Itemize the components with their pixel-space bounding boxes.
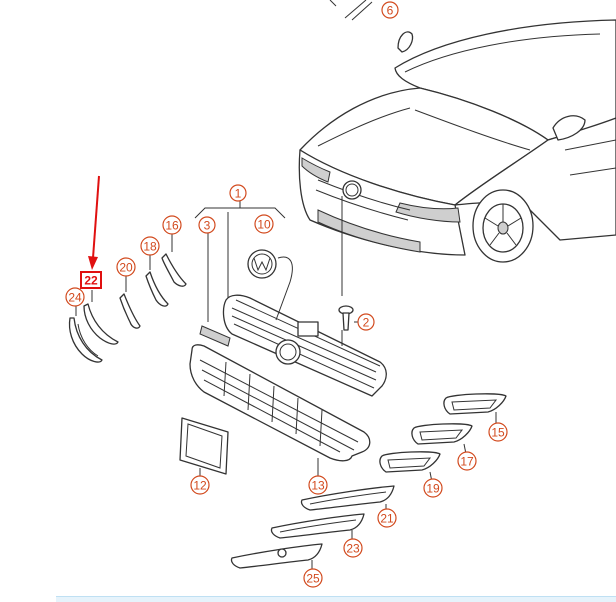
callout-label: 23 <box>346 542 360 556</box>
callout-ring <box>377 508 397 528</box>
callout-3[interactable]: 3 <box>198 216 216 234</box>
bottom-info-bar <box>56 596 616 602</box>
callout-label: 16 <box>165 219 179 233</box>
callout-ring <box>190 475 210 495</box>
callout-ring <box>357 313 375 331</box>
callout-ring <box>116 257 136 277</box>
lower-grille <box>189 344 371 462</box>
highlighted-callout[interactable]: 22 <box>80 271 102 289</box>
callout-ring <box>308 475 328 495</box>
callout-ring <box>381 1 399 19</box>
callout-ring <box>488 422 508 442</box>
trim-strips-left <box>68 232 187 363</box>
callout-label: 19 <box>426 482 440 496</box>
highlight-label: 22 <box>84 274 98 288</box>
callout-ring <box>423 478 443 498</box>
callout-1[interactable]: 1 <box>229 184 247 202</box>
license-plate-bracket <box>179 417 229 475</box>
callout-19[interactable]: 19 <box>423 478 443 498</box>
callout-16[interactable]: 16 <box>162 215 182 235</box>
callout-15[interactable]: 15 <box>488 422 508 442</box>
lower-trims <box>230 485 395 569</box>
callout-label: 24 <box>68 291 82 305</box>
callout-ring <box>198 216 216 234</box>
callout-label: 13 <box>311 479 325 493</box>
callout-ring <box>65 287 85 307</box>
callout-18[interactable]: 18 <box>140 236 160 256</box>
callout-25[interactable]: 25 <box>303 568 323 588</box>
callout-21[interactable]: 21 <box>377 508 397 528</box>
highlight-box <box>80 271 102 289</box>
callout-label: 21 <box>380 512 394 526</box>
callout-label: 20 <box>119 261 133 275</box>
callout-12[interactable]: 12 <box>190 475 210 495</box>
callout-label: 3 <box>204 219 211 233</box>
vw-emblem-part <box>247 249 293 321</box>
callout-13[interactable]: 13 <box>308 475 328 495</box>
callout-label: 17 <box>460 455 474 469</box>
callout-ring <box>140 236 160 256</box>
fog-trims-right <box>379 393 507 473</box>
callout-label: 6 <box>387 4 394 18</box>
callout-ring <box>254 214 274 234</box>
indicator-arrow <box>88 175 100 270</box>
callout-label: 15 <box>491 426 505 440</box>
badge-strip <box>199 232 231 347</box>
callout-ring <box>162 215 182 235</box>
callout-ring <box>229 184 247 202</box>
callout-2[interactable]: 2 <box>357 313 375 331</box>
callout-10[interactable]: 10 <box>254 214 274 234</box>
callout-20[interactable]: 20 <box>116 257 136 277</box>
radiator-grille <box>222 294 387 397</box>
callout-label: 25 <box>306 572 320 586</box>
callout-ring <box>343 538 363 558</box>
callout-label: 2 <box>363 316 370 330</box>
callout-ring <box>457 451 477 471</box>
callout-ring <box>303 568 323 588</box>
callout-label: 10 <box>257 218 271 232</box>
callout-label: 1 <box>235 187 242 201</box>
callout-17[interactable]: 17 <box>457 451 477 471</box>
callout-label: 18 <box>143 240 157 254</box>
callout-23[interactable]: 23 <box>343 538 363 558</box>
callout-label: 12 <box>193 479 207 493</box>
screw <box>338 305 360 331</box>
car-illustration <box>298 0 616 263</box>
callout-6[interactable]: 6 <box>381 1 399 19</box>
callout-24[interactable]: 24 <box>65 287 85 307</box>
